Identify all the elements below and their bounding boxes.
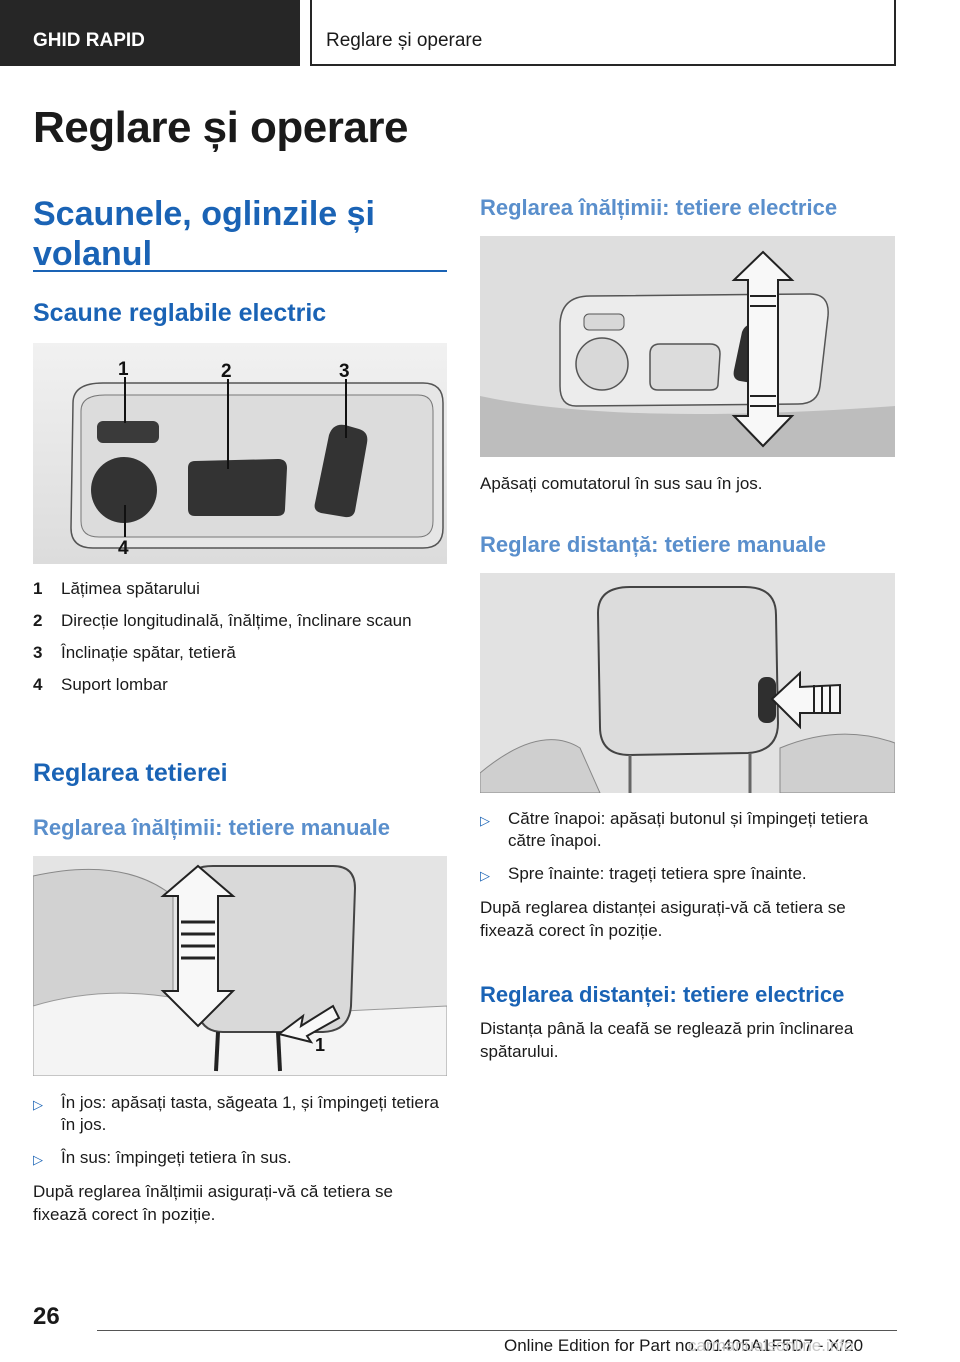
push-arrow-icon — [276, 1004, 341, 1044]
electric-distance-note: Distanța până la ceafă se reglează prin … — [480, 1019, 854, 1061]
control-seat-switch — [188, 459, 287, 516]
manual-headrest-illustration: 1 — [33, 856, 447, 1076]
page-header: GHID RAPID Reglare și operare — [0, 0, 960, 66]
footer-edition-text: Online Edition for Part no. 01405A1F5D7 … — [504, 1336, 864, 1355]
list-item: ▷Spre înainte: trageți tetiera spre înai… — [480, 863, 895, 887]
manual-distance-steps: ▷Către înapoi: apăsați butonul și împing… — [480, 808, 895, 898]
callout-2: 2 — [221, 361, 232, 382]
headrest-callout-1: 1 — [315, 1035, 325, 1055]
headrest-distance-illustration — [480, 573, 895, 793]
page-title: Reglare și operare — [33, 103, 408, 152]
manual-distance-note: După reglarea distanței asigurați-vă că … — [480, 898, 846, 940]
triangle-bullet-icon: ▷ — [480, 868, 490, 883]
list-item: ▷În jos: apăsați tasta, săgeata 1, și îm… — [33, 1093, 439, 1134]
subsubsection-title-electric-distance: Reglarea distanței: tetiere electrice — [480, 982, 845, 1007]
callout-1: 1 — [118, 359, 129, 380]
page-number: 26 — [33, 1303, 60, 1330]
subsubsection-title-electric-height: Reglarea înălțimii: tetiere electrice — [480, 195, 838, 220]
triangle-bullet-icon: ▷ — [33, 1097, 43, 1112]
callout-3: 3 — [339, 361, 350, 382]
subsubsection-title-manual-distance: Reglare distanță: tetiere manuale — [480, 532, 827, 557]
manual-height-note: După reglarea înălțimii asigurați-vă că … — [33, 1182, 394, 1224]
control-width-button — [97, 421, 159, 443]
list-item: ▷În sus: împingeți tetiera în sus. — [33, 1147, 447, 1171]
release-button — [758, 677, 776, 723]
control-backrest-switch — [314, 424, 368, 518]
headrest-shape — [596, 586, 780, 757]
subsection-title-headrest: Reglarea tetierei — [33, 759, 228, 787]
up-down-arrow-icon — [731, 250, 795, 448]
callout-4: 4 — [118, 538, 129, 559]
triangle-bullet-icon: ▷ — [33, 1152, 43, 1167]
electric-headrest-switch-illustration — [480, 236, 895, 457]
section-title: Scaunele, oglinzile și volanul — [33, 195, 375, 273]
header-guide-label: GHID RAPID — [0, 0, 300, 66]
control-lumbar-knob — [91, 457, 157, 523]
footer-watermark: carmanualsonline.info — [688, 1336, 854, 1355]
seat-controls-illustration: 1 2 3 4 — [33, 343, 447, 564]
electric-height-instruction: Apăsați comutatorul în sus sau în jos. — [480, 474, 763, 493]
triangle-bullet-icon: ▷ — [480, 813, 490, 828]
list-item: ▷Către înapoi: apăsați butonul și împing… — [480, 809, 869, 850]
header-chapter-label: Reglare și operare — [310, 0, 896, 66]
subsection-title-electric-seats: Scaune reglabile electric — [33, 299, 327, 327]
manual-height-steps: ▷În jos: apăsați tasta, săgeata 1, și îm… — [33, 1092, 447, 1182]
subsubsection-title-manual-height: Reglarea înălțimii: tetiere manuale — [33, 815, 391, 840]
section-rule — [33, 270, 447, 272]
footer-rule — [97, 1330, 897, 1331]
